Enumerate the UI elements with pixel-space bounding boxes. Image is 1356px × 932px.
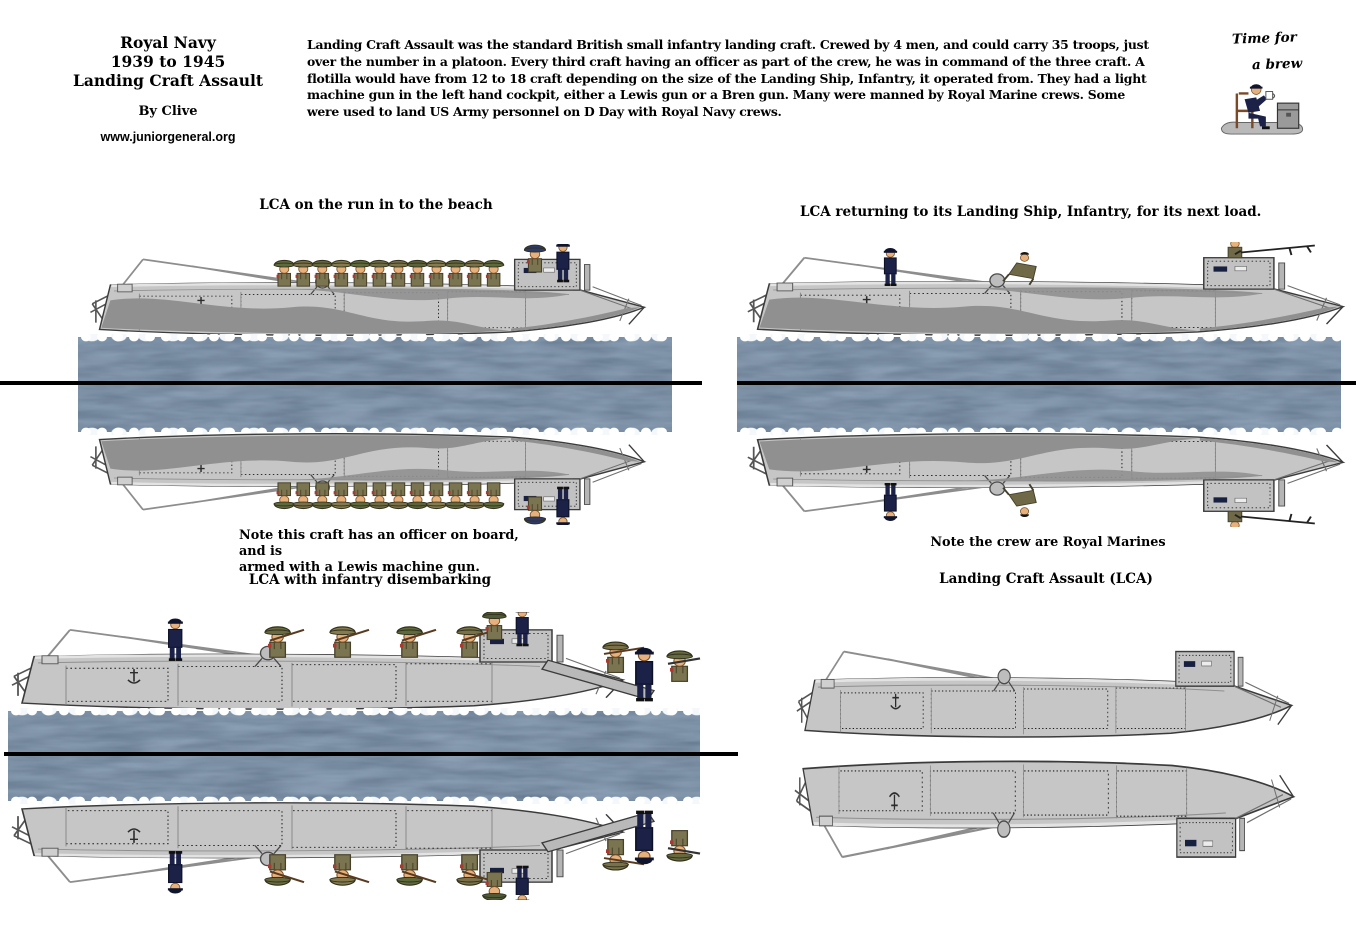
title-block: Royal Navy 1939 to 1945 Landing Craft As…: [58, 33, 278, 144]
page-title-line-2: 1939 to 1945: [110, 52, 226, 71]
description-line: were used to land US Army personnel on D…: [307, 104, 782, 120]
foam-edge: [737, 334, 1341, 345]
lca-disembarking-illustration: [4, 612, 704, 712]
description-paragraph: Landing Craft Assault was the standard B…: [307, 37, 1207, 121]
note-run-in-line-1: Note this craft has an officer on board,…: [239, 528, 519, 559]
lca-returning-reflection: [742, 431, 1346, 527]
caption-run-in: LCA on the run in to the beach: [259, 197, 493, 213]
lca-disembarking-reflection: [4, 800, 704, 900]
page-title-line-1: Royal Navy: [120, 33, 216, 52]
page-title-line-3: Landing Craft Assault: [72, 71, 264, 90]
note-returning: Note the crew are Royal Marines: [930, 535, 1166, 550]
brew-caption-line-2: a brew: [1251, 55, 1303, 74]
fold-line-returning: [737, 381, 1356, 385]
note-run-in: Note this craft has an officer on board,…: [239, 528, 539, 576]
caption-returning: LCA returning to its Landing Ship, Infan…: [800, 204, 1262, 220]
foam-edge: [78, 334, 672, 345]
fold-line-run-in: [0, 381, 702, 385]
brew-caption-line-1: Time for: [1231, 29, 1297, 48]
website-url: www.juniorgeneral.org: [100, 130, 236, 144]
description-line: Landing Craft Assault was the standard B…: [307, 37, 1149, 52]
sailor-tea-break-illustration: [1220, 84, 1304, 135]
caption-disembarking: LCA with infantry disembarking: [248, 572, 492, 588]
description-line: flotilla would have from 12 to 18 craft …: [307, 70, 1147, 86]
description-line: machine gun in the left hand cockpit, ei…: [307, 87, 1125, 103]
description-line: over the number in a platoon. Every thir…: [307, 53, 1145, 69]
tea-break-cartoon: Time for a brew: [1206, 29, 1326, 136]
fold-line-disembarking: [4, 752, 738, 756]
lca-plain-illustration: [792, 640, 1294, 740]
lca-returning-illustration: [742, 242, 1346, 338]
foam-edge: [8, 708, 700, 719]
caption-plain-lca: Landing Craft Assault (LCA): [939, 571, 1153, 587]
water-band-disembarking: [8, 708, 700, 804]
lca-run-in-reflection: [85, 431, 647, 525]
lca-plain-reflection: [790, 758, 1296, 870]
byline: By Clive: [138, 104, 198, 119]
note-run-in-line-2: armed with a Lewis machine gun.: [239, 560, 480, 575]
lca-run-in-illustration: [85, 244, 647, 338]
